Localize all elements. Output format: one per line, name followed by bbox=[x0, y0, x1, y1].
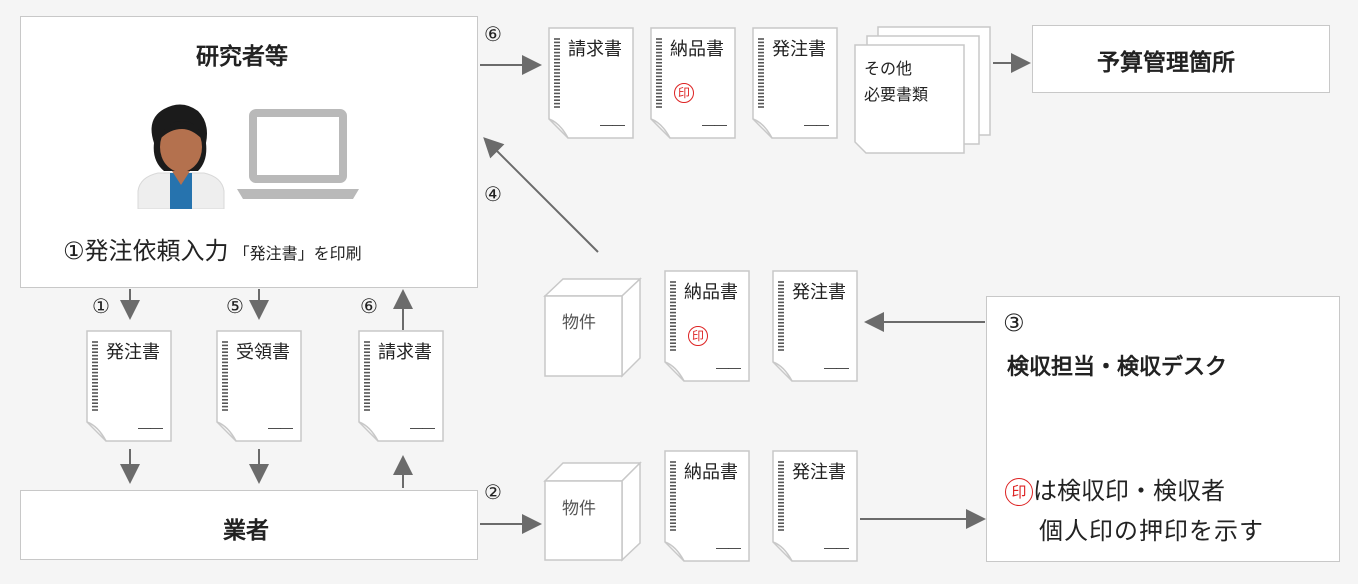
doc-dash: ―― bbox=[702, 118, 727, 133]
doc-shape bbox=[664, 450, 750, 562]
stamp-icon: 印 bbox=[674, 83, 694, 103]
goods-cube-bot bbox=[543, 461, 642, 562]
researcher-step-num: ① bbox=[63, 237, 85, 265]
doc-dash: ―― bbox=[138, 421, 163, 436]
doc-shape bbox=[664, 270, 750, 382]
doc-label: 発注書 bbox=[792, 282, 846, 303]
step1-num: ① bbox=[92, 294, 110, 318]
doc-label: 納品書 bbox=[670, 39, 724, 60]
doc-dash: ―― bbox=[716, 361, 741, 376]
doc-shape bbox=[650, 27, 736, 139]
step5-num: ⑤ bbox=[226, 294, 244, 318]
doc-dash: ―― bbox=[824, 361, 849, 376]
researcher-title: 研究者等 bbox=[196, 44, 288, 70]
doc-label: 発注書 bbox=[792, 462, 846, 483]
laptop-icon bbox=[237, 109, 359, 199]
doc-dash: ―― bbox=[804, 118, 829, 133]
doc-label: 納品書 bbox=[684, 282, 738, 303]
doc-left-order: 発注書 ―― bbox=[86, 330, 172, 442]
step6-left-num: ⑥ bbox=[360, 294, 378, 318]
step4-num: ④ bbox=[484, 182, 502, 206]
doc-label: 発注書 bbox=[772, 39, 826, 60]
stamp-icon: 印 bbox=[688, 326, 708, 346]
doc-mid-order: 発注書 ―― bbox=[772, 270, 858, 382]
doc-left-invoice: 請求書 ―― bbox=[358, 330, 444, 442]
inspection-legend: 印は検収印・検収者 bbox=[1005, 471, 1225, 506]
doc-dash: ―― bbox=[268, 421, 293, 436]
researcher-box: 研究者等 ①発注依頼入力 「発注書」を印刷 bbox=[20, 16, 478, 288]
goods-mid-label: 物件 bbox=[562, 313, 596, 333]
doc-left-receipt: 受領書 ―― bbox=[216, 330, 302, 442]
inspection-title: 検収担当・検収デスク bbox=[1007, 355, 1228, 380]
other-docs-line2: 必要書類 bbox=[864, 85, 929, 104]
arrow-step4-to-researcher bbox=[483, 137, 599, 253]
doc-dash: ―― bbox=[410, 421, 435, 436]
legend-line2: 個人印の押印を示す bbox=[1039, 517, 1264, 545]
researcher-step: ①発注依頼入力 「発注書」を印刷 bbox=[63, 231, 362, 266]
step2-num: ② bbox=[484, 480, 502, 504]
vendor-box: 業者 bbox=[20, 490, 478, 560]
other-docs-label: その他 必要書類 bbox=[864, 56, 928, 108]
doc-shape bbox=[548, 27, 634, 139]
doc-bot-delivery: 納品書 ―― bbox=[664, 450, 750, 562]
doc-top-delivery: 納品書 ―― 印 bbox=[650, 27, 736, 139]
other-docs-stack bbox=[854, 26, 991, 154]
goods-bot-label: 物件 bbox=[562, 499, 596, 519]
doc-shape bbox=[752, 27, 838, 139]
doc-mid-delivery: 納品書 ―― 印 bbox=[664, 270, 750, 382]
doc-label: 納品書 bbox=[684, 462, 738, 483]
researcher-person-icon bbox=[137, 104, 225, 209]
doc-dash: ―― bbox=[600, 118, 625, 133]
doc-top-invoice: 請求書 ―― bbox=[548, 27, 634, 139]
doc-shape bbox=[772, 270, 858, 382]
legend-line1: は検収印・検収者 bbox=[1033, 477, 1225, 505]
doc-top-order: 発注書 ―― bbox=[752, 27, 838, 139]
doc-label: 請求書 bbox=[378, 342, 432, 363]
budget-title: 予算管理箇所 bbox=[1097, 50, 1235, 76]
goods-cube-mid bbox=[543, 277, 642, 378]
doc-label: 受領書 bbox=[236, 342, 290, 363]
inspection-num: ③ bbox=[1003, 309, 1025, 337]
step6-top-num: ⑥ bbox=[484, 22, 502, 46]
researcher-step-text: 発注依頼入力 bbox=[84, 237, 229, 265]
legend-stamp-icon: 印 bbox=[1005, 478, 1033, 506]
doc-label: 発注書 bbox=[106, 342, 160, 363]
doc-shape bbox=[358, 330, 444, 442]
doc-shape bbox=[772, 450, 858, 562]
doc-dash: ―― bbox=[716, 541, 741, 556]
budget-box: 予算管理箇所 bbox=[1032, 25, 1330, 93]
doc-bot-order: 発注書 ―― bbox=[772, 450, 858, 562]
vendor-title: 業者 bbox=[223, 518, 269, 544]
inspection-box: ③ 検収担当・検収デスク 印は検収印・検収者 個人印の押印を示す bbox=[986, 296, 1340, 562]
doc-shape bbox=[86, 330, 172, 442]
doc-dash: ―― bbox=[824, 541, 849, 556]
researcher-step-note: 「発注書」を印刷 bbox=[233, 244, 362, 263]
doc-shape bbox=[216, 330, 302, 442]
doc-label: 請求書 bbox=[568, 39, 622, 60]
other-docs-line1: その他 bbox=[864, 59, 913, 78]
